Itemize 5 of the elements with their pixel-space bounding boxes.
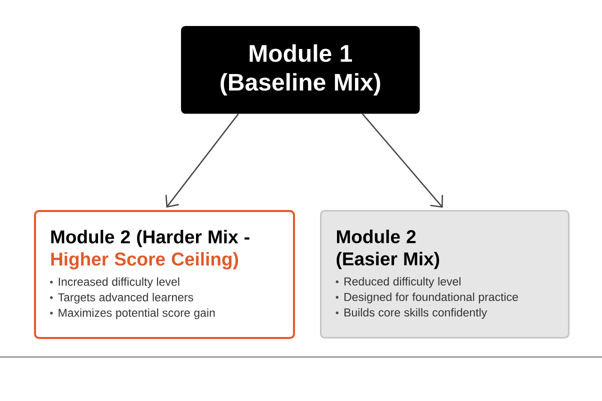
arrow [362,113,444,208]
module-box: Module 2 (Easier Mix) Reduced difficulty level Designed for foundational practice Builds core skills confidently [320,210,570,338]
module-box: Module 2 (Harder Mix - Higher Score Ceiling) Increased difficulty level Targets advanced learners Maximizes potential score gain [34,210,295,339]
module-box: Module 1 (Baseline Mix) [181,26,420,114]
arrow [165,113,239,208]
